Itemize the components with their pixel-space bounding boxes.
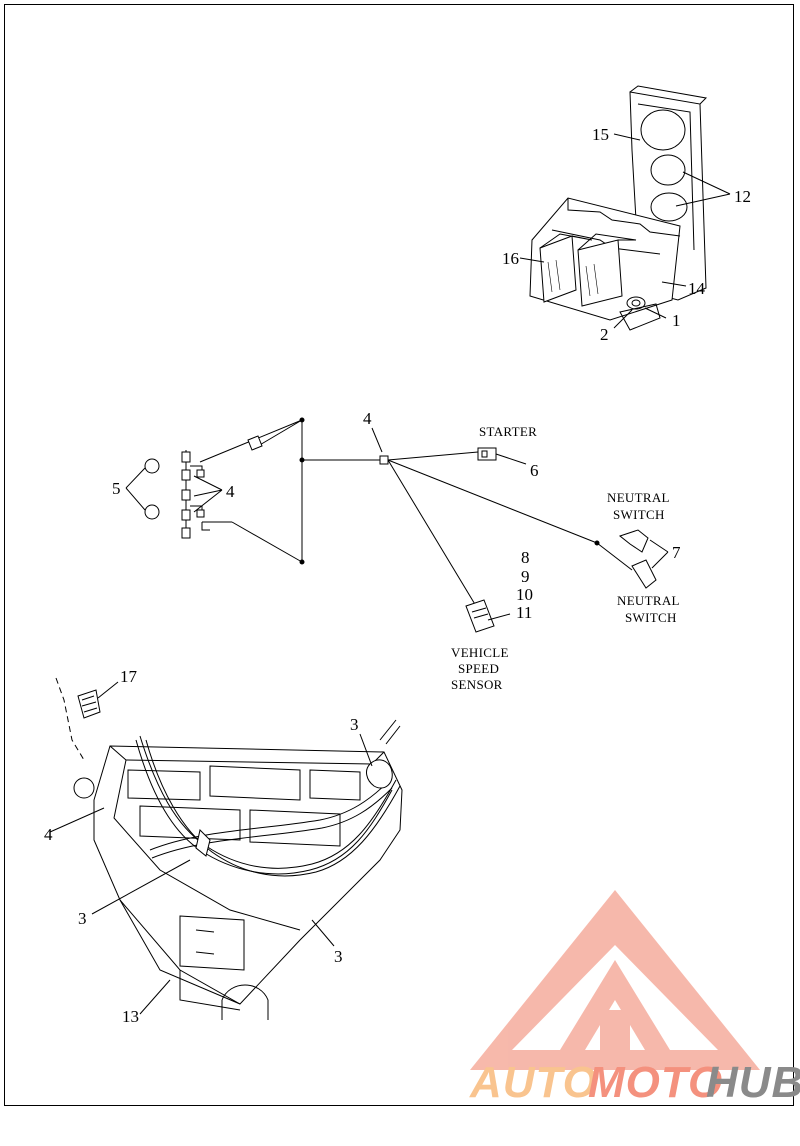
- callout-2: 2: [600, 325, 609, 344]
- callout-5: 5: [112, 479, 121, 498]
- label-neutral-switch-bottom-1: NEUTRAL: [617, 593, 680, 608]
- relay-1: [539, 235, 577, 303]
- callout-10: 10: [516, 585, 533, 604]
- callout-7: 7: [672, 543, 681, 562]
- callout-1: 1: [672, 311, 681, 330]
- relay-bracket-assembly: [519, 85, 731, 331]
- neutral-switch-connector-lower: [631, 559, 657, 589]
- wiring-harness: [125, 417, 669, 633]
- callout-4-stack: 4: [226, 482, 235, 501]
- label-neutral-switch-bottom-2: SWITCH: [625, 610, 677, 625]
- item-5-circle-upper: [144, 458, 160, 474]
- neutral-switch-connector-upper: [618, 529, 649, 553]
- watermark-text: AUTO MOTO HUB: [469, 1058, 800, 1107]
- callout-4-splice: 4: [363, 409, 372, 428]
- callout-9: 9: [521, 567, 530, 586]
- label-vss-1: VEHICLE: [451, 645, 509, 660]
- mounting-tray-assembly: [49, 677, 403, 1020]
- main-splice: [379, 455, 389, 465]
- tray-socket: [179, 915, 245, 971]
- callouts: 15 12 16 14 1 2 4 4 5 6 7 8 9 10 11 17 3…: [44, 125, 751, 1026]
- watermark-logo: [470, 890, 760, 1070]
- callout-12: 12: [734, 187, 751, 206]
- callout-13: 13: [122, 1007, 139, 1026]
- mounting-nut: [626, 296, 646, 310]
- callout-6: 6: [530, 461, 539, 480]
- label-neutral-switch-top-2: SWITCH: [613, 507, 665, 522]
- tray-outer: [93, 745, 403, 1005]
- callout-15: 15: [592, 125, 609, 144]
- component-labels: STARTER NEUTRAL SWITCH NEUTRAL SWITCH VE…: [451, 424, 680, 692]
- label-starter: STARTER: [479, 424, 537, 439]
- callout-3-right: 3: [334, 947, 343, 966]
- relay-2: [577, 239, 623, 307]
- callout-3-left: 3: [78, 909, 87, 928]
- watermark-hub: HUB: [706, 1058, 800, 1107]
- watermark-moto: MOTO: [588, 1058, 723, 1107]
- callout-11: 11: [516, 603, 532, 622]
- callout-4-tray: 4: [44, 825, 53, 844]
- item-5-circle-lower: [144, 504, 160, 520]
- callout-8: 8: [521, 548, 530, 567]
- label-neutral-switch-top-1: NEUTRAL: [607, 490, 670, 505]
- watermark-auto: AUTO: [469, 1058, 598, 1107]
- callout-16: 16: [502, 249, 519, 268]
- page-frame: [4, 4, 794, 1106]
- callout-3-top: 3: [350, 715, 359, 734]
- label-vss-2: SPEED: [458, 661, 499, 676]
- callout-14: 14: [688, 279, 706, 298]
- label-vss-3: SENSOR: [451, 677, 503, 692]
- callout-17: 17: [120, 667, 138, 686]
